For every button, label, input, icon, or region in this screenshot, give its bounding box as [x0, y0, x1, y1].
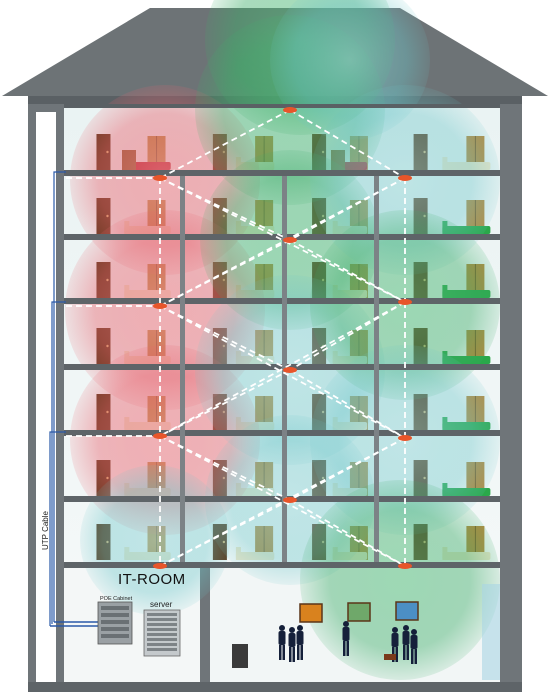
ceiling-access-point-icon [398, 299, 412, 305]
mesh-link [159, 301, 406, 437]
poe-cabinet-label: POE Cabinet [100, 596, 133, 602]
person-body [391, 633, 399, 647]
person-body [296, 631, 304, 645]
ceiling-access-point-icon [398, 563, 412, 569]
ceiling-access-point-icon [283, 237, 297, 243]
bench [384, 654, 396, 660]
mesh-link [159, 177, 406, 303]
ceiling-slab [64, 104, 500, 108]
utp-cable-line [53, 171, 66, 622]
person-body [410, 635, 418, 649]
person-silhouette-icon [289, 627, 295, 633]
mesh-link [159, 437, 406, 567]
server-unit [147, 648, 177, 651]
mesh-link [159, 435, 406, 567]
person-leg [297, 645, 300, 660]
server-unit [147, 613, 177, 616]
person-leg [395, 647, 398, 662]
person-body [278, 631, 286, 645]
right-wall [500, 104, 522, 690]
access-points [153, 107, 412, 569]
ceiling-access-point-icon [153, 175, 167, 181]
column-wall [374, 176, 379, 562]
poe-cabinet-slot [101, 620, 129, 624]
person-leg [343, 641, 346, 656]
poe-cabinet-slot [101, 634, 129, 638]
glass-door [482, 584, 500, 680]
person-leg [403, 645, 406, 660]
ground-slab [28, 682, 522, 692]
person-silhouette-icon [411, 629, 417, 635]
framed-picture-icon [299, 603, 323, 623]
mesh-link [289, 239, 406, 303]
person-silhouette-icon [392, 627, 398, 633]
server-unit [147, 618, 177, 621]
ceiling-access-point-icon [398, 175, 412, 181]
server-unit [147, 623, 177, 626]
ceiling-access-point-icon [283, 107, 297, 113]
mesh-link [159, 177, 406, 307]
wifi-coverage-zones [65, 0, 500, 680]
lobby-details [97, 584, 500, 680]
coverage-circle [300, 480, 500, 680]
server-unit [147, 643, 177, 646]
ceiling-access-point-icon [283, 497, 297, 503]
person-leg [279, 645, 282, 660]
floor-slab [64, 562, 500, 568]
person-leg [346, 641, 349, 656]
person-leg [300, 645, 303, 660]
column-wall [180, 176, 185, 562]
person-body [342, 627, 350, 641]
person-body [288, 633, 296, 647]
utp-cable-shaft [36, 112, 56, 682]
person-leg [411, 649, 414, 664]
ceiling-access-point-icon [398, 435, 412, 441]
framed-picture-icon [347, 602, 371, 622]
person-leg [282, 645, 285, 660]
person-leg [289, 647, 292, 662]
mesh-link [159, 305, 406, 439]
poe-cabinet-slot [101, 613, 129, 617]
utp-cable-line [49, 431, 66, 626]
it-room-label: IT-ROOM [118, 571, 186, 588]
mesh-link [289, 499, 406, 567]
ceiling-access-point-icon [153, 303, 167, 309]
poe-cabinet-slot [101, 606, 129, 610]
mesh-link [289, 109, 406, 179]
person-leg [292, 647, 295, 662]
person-silhouette-icon [343, 621, 349, 627]
person-silhouette-icon [297, 625, 303, 631]
mesh-link [159, 499, 291, 567]
ceiling-access-point-icon [283, 367, 297, 373]
poe-cabinet-slot [101, 627, 129, 631]
utp-cable-line [51, 301, 66, 624]
server-unit [147, 628, 177, 631]
person-body [402, 631, 410, 645]
person-leg [406, 645, 409, 660]
ceiling-access-point-icon [153, 563, 167, 569]
mesh-link [159, 369, 291, 437]
coverage-circle [80, 465, 230, 615]
mesh-link [159, 109, 291, 179]
person-silhouette-icon [403, 625, 409, 631]
server-unit [147, 633, 177, 636]
floor-slab [64, 170, 500, 176]
ap-mesh-links [66, 109, 406, 567]
utp-cables [49, 171, 100, 627]
person-leg [414, 649, 417, 664]
server-label: server [150, 600, 173, 609]
utp-cable-label: UTP Cable [41, 510, 50, 550]
server-unit [147, 638, 177, 641]
mesh-link [159, 239, 291, 307]
framed-picture-icon [395, 601, 419, 621]
it-room-divider-wall [200, 562, 210, 682]
reception-desk [232, 644, 248, 668]
mesh-link [289, 369, 406, 439]
person-silhouette-icon [279, 625, 285, 631]
ceiling-access-point-icon [153, 433, 167, 439]
